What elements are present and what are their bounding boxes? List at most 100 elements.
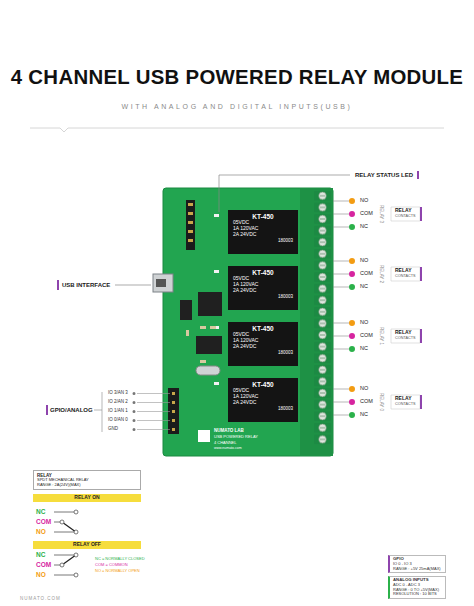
leader-line [115,285,151,286]
terminal-name: NO [36,572,46,579]
relay-component: KT-45005VDC1A 120VAC2A 24VDC180003 [228,378,298,422]
tag-label: CONTACTS [395,403,416,407]
pin-leaders [137,394,170,430]
board-print: NUMATO LAB [214,429,244,434]
info-box: RELAYSPDT MECHANICAL RELAYRANGE : 2A(24V… [33,470,141,490]
switch-blade [64,556,75,564]
smd-parts [186,326,216,363]
terminal-block [300,188,333,456]
node-text: KT-450 [233,213,293,220]
pin-name: NO [360,320,368,326]
node-text: 180003 [233,350,293,355]
tag-label: RELAY [395,268,412,273]
pin-name: COM [360,333,373,339]
pin-dots [133,392,136,431]
header-pins [172,392,175,431]
leader-line [219,175,350,212]
microcontroller-chip [198,292,222,316]
pin-name: IO 2/AN 2 [108,400,128,405]
pin-header [186,200,195,250]
pin-name: NC [360,284,368,290]
board-print: USB POWERED RELAY [214,435,258,439]
tag-label: RELAY [395,330,412,335]
node-text: 2A 24VDC [233,344,293,350]
pin-name: COM [360,271,373,277]
spec-box: ANALOG INPUTSADC 0 - ADC 3RANGE : 0 TO +… [388,576,446,599]
spec-box: GPIOIO 0 - IO 3RANGE : +5V 25mA(MAX) [388,555,446,573]
subtitle: WITH ANALOG AND DIGITAL INPUTS(USB) [121,103,352,110]
pin-leaders [333,201,349,415]
title-text: 4 CHANNEL USB POWERED RELAY MODULE [11,66,463,88]
relay-component: KT-45005VDC1A 120VAC2A 24VDC180003 [228,322,298,366]
node-text: 180003 [233,238,293,243]
pin-name: NO [360,258,368,264]
pin-name: COM [360,211,373,217]
board-print: 4 CHANNEL [214,441,236,445]
nc-dots [349,224,355,418]
key-note: NC = NORMALLY CLOSED [95,557,145,561]
pin-name: NO [360,198,368,204]
node-text: KT-450 [233,381,293,388]
terminal-name: NC [36,509,45,516]
node-text: 180003 [233,406,293,411]
pin-name: COM [360,399,373,405]
pin-name: IO 0/AN 0 [108,418,128,423]
side-label: RELAY 0 [379,393,384,411]
header-rule [30,128,444,132]
tag-bar [420,207,422,409]
callout-label: RELAY STATUS LED [355,172,413,178]
node-text: KT-450 [233,325,293,332]
pin-name: NO [360,386,368,392]
tag-label: RELAY [395,396,412,401]
tag-label: CONTACTS [395,337,416,341]
driver-chip [196,336,222,354]
terminal-name: NC [36,552,45,559]
side-label: RELAY 2 [379,265,384,283]
node-text: 2A 24VDC [233,288,293,294]
terminal-screws [300,190,333,445]
footer-text: NUMATO.COM [20,597,61,602]
relay-component: KT-45005VDC1A 120VAC2A 24VDC180003 [228,210,298,254]
tag-label: RELAY [395,208,412,213]
pin-name: NC [360,224,368,230]
bracket [94,392,102,432]
key-note: NO = NORMALLY OPEN [95,569,140,573]
node-text: 2A 24VDC [233,400,293,406]
crystal [196,366,220,375]
callout-label: USB INTERFACE [62,282,110,288]
gpio-header [168,388,179,434]
state-bar: RELAY OFF [33,541,141,549]
com-dots [349,211,355,405]
board-print: www.numato.com [214,447,242,451]
pin-name: IO 1/AN 1 [108,409,128,414]
logo-mark [198,430,210,442]
key-note: COM = COMMON [95,563,128,567]
usb-connector [153,274,173,292]
pcb-board [163,188,333,456]
tag-box [391,207,420,409]
header-pins [188,203,193,242]
tag-label: CONTACTS [395,215,416,219]
pin-name: NC [360,412,368,418]
node-text: RESOLUTION : 10 BITS [393,592,442,597]
relay-component: KT-45005VDC1A 120VAC2A 24VDC180003 [228,266,298,310]
node-text: RANGE : +5V 25mA(MAX) [393,567,442,572]
terminal-name: COM [36,519,51,526]
state-bar: RELAY ON [33,494,141,502]
node-text: RELAY ON [36,495,138,501]
node-text: RANGE : 2A(24V)(MAX) [37,483,137,488]
pin-name: GND [108,427,118,432]
pin-name: NC [360,346,368,352]
side-label: RELAY 3 [379,205,384,223]
side-label: RELAY 1 [379,327,384,345]
terminal-name: NO [36,529,46,536]
callout-label: GPIO/ANALOG [50,407,93,413]
pin-name: IO 3/AN 3 [108,391,128,396]
node-text: RELAY OFF [36,542,138,548]
node-text: 2A 24VDC [233,232,293,238]
node-text: KT-450 [233,269,293,276]
terminal-name: COM [36,562,51,569]
tag-label: CONTACTS [395,275,416,279]
node-text: 180003 [233,294,293,299]
